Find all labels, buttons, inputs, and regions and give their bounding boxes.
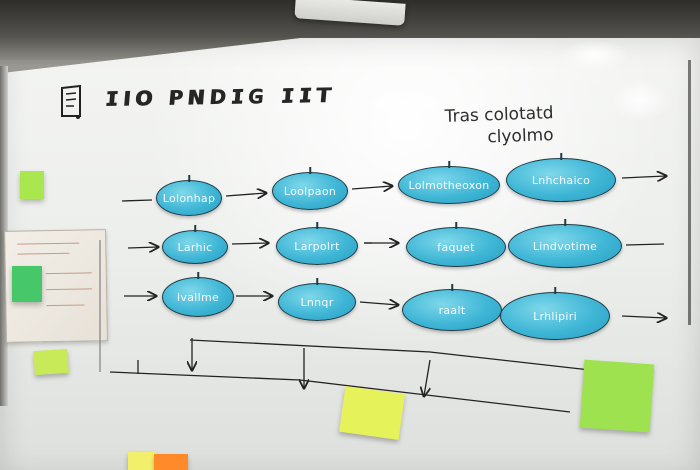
flow-node: raalt (402, 289, 502, 331)
light-glare (560, 40, 630, 70)
flow-node: Loolpaon (272, 172, 348, 210)
sticky-note (20, 171, 44, 199)
flow-node: Lolmotheoxon (398, 166, 500, 204)
whiteboard-frame-left (0, 66, 8, 406)
board-note: Tras colotatd clyolmo (444, 102, 554, 150)
sticky-note (12, 266, 42, 302)
flow-node: Lnhchaico (506, 158, 616, 202)
flow-node: Lindvotime (508, 224, 622, 268)
flow-node: Lolonhap (156, 180, 222, 216)
sticky-note (339, 386, 405, 440)
flow-node: Ivallme (162, 277, 234, 317)
flow-node: Lrhlipiri (500, 292, 610, 340)
whiteboard-frame-right (688, 60, 691, 325)
flow-node: faquet (406, 227, 506, 267)
board-note-line: clyolmo (487, 125, 554, 148)
board-title: ɪıo ᴘɴᴅɪɢ ɪɪᴛ (103, 78, 336, 113)
sticky-note (33, 348, 69, 376)
sticky-note (154, 454, 188, 470)
flow-node: Lnnqr (278, 283, 356, 321)
sticky-note (579, 359, 655, 433)
flow-node: Larhic (162, 230, 228, 264)
sticky-note (128, 452, 156, 470)
flow-node: Larpolrt (276, 227, 358, 265)
light-glare (360, 90, 450, 116)
light-glare (610, 80, 670, 120)
box-with-lines-icon (61, 84, 81, 119)
